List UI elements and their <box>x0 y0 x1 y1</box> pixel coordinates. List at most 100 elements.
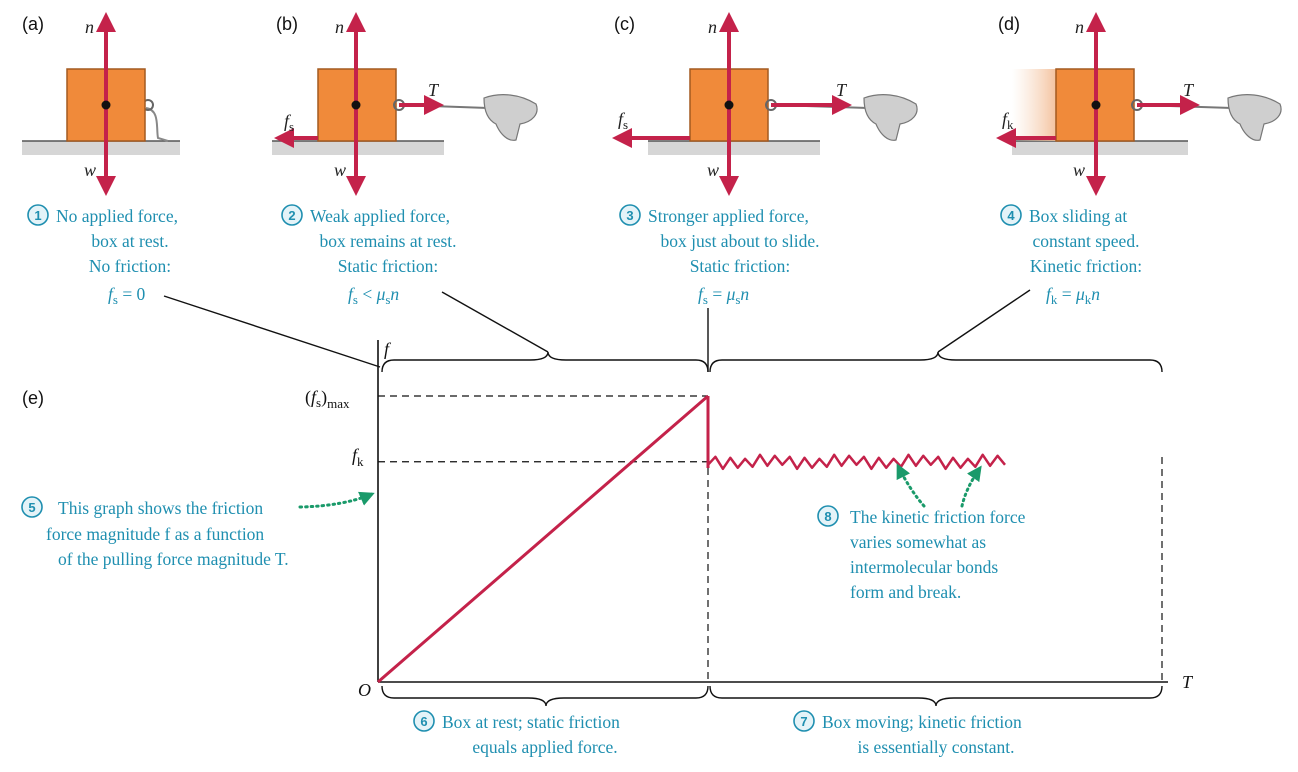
panel-a-label: (a) <box>22 14 44 34</box>
svg-text:Static friction:: Static friction: <box>338 256 439 276</box>
brace-bottom-static <box>381 685 709 707</box>
ground <box>1012 141 1188 155</box>
hand-icon <box>863 94 918 141</box>
svg-text:Box sliding at: Box sliding at <box>1029 206 1127 226</box>
w-label: w <box>334 160 346 180</box>
panel-a: (a) n w <box>22 12 180 196</box>
svg-text:No applied force,: No applied force, <box>56 206 178 226</box>
brace-bottom-kinetic <box>709 685 1163 707</box>
svg-text:Box at rest; static friction: Box at rest; static friction <box>442 712 620 732</box>
svg-text:intermolecular bonds: intermolecular bonds <box>850 557 998 577</box>
T-label: T <box>428 80 440 100</box>
svg-text:5: 5 <box>28 500 35 515</box>
center-dot <box>724 100 734 110</box>
note-pointer-arrow-right <box>960 465 982 508</box>
note-7: 7 Box moving; kinetic friction is essent… <box>793 710 1022 757</box>
center-dot <box>1091 100 1101 110</box>
leader-line-d <box>937 289 1031 353</box>
svg-text:8: 8 <box>824 509 831 524</box>
panel-d-label: (d) <box>998 14 1020 34</box>
caption-4: 4 Box sliding at constant speed. Kinetic… <box>1000 204 1142 307</box>
friction-label: fs <box>618 109 628 132</box>
number-badge <box>21 496 43 518</box>
brace-kinetic <box>709 351 1163 373</box>
svg-text:equals applied force.: equals applied force. <box>472 737 617 757</box>
svg-text:of the pulling force magnitude: of the pulling force magnitude T. <box>58 549 289 569</box>
note-5: 5 This graph shows the friction force ma… <box>21 491 375 569</box>
friction-label: fs <box>284 111 294 134</box>
panel-c: (c) n w T fs <box>612 12 918 196</box>
center-dot <box>101 100 111 110</box>
fk-label: fk <box>352 445 364 469</box>
note-6: 6 Box at rest; static friction equals ap… <box>413 710 620 757</box>
leader-line-a <box>163 295 381 368</box>
motion-blur <box>1012 69 1058 141</box>
svg-text:4: 4 <box>1007 208 1015 223</box>
caption-3: 3 Stronger applied force, box just about… <box>619 204 820 307</box>
n-label: n <box>85 17 94 37</box>
svg-text:constant speed.: constant speed. <box>1033 231 1140 251</box>
brace-static <box>381 351 709 373</box>
relation-a: fs = 0 <box>108 284 146 307</box>
center-dot <box>351 100 361 110</box>
number-badge <box>1000 204 1022 226</box>
svg-text:This graph shows the friction: This graph shows the friction <box>58 498 263 518</box>
graph-label: (e) <box>22 388 44 408</box>
panel-c-label: (c) <box>614 14 635 34</box>
ground <box>22 141 180 155</box>
svg-text:box just about to slide.: box just about to slide. <box>661 231 820 251</box>
T-label: T <box>1183 80 1195 100</box>
n-label: n <box>335 17 344 37</box>
panel-b-label: (b) <box>276 14 298 34</box>
number-badge <box>281 204 303 226</box>
note-pointer-arrow-left <box>896 463 926 508</box>
panel-d: (d) n w T fk <box>996 12 1282 196</box>
svg-text:6: 6 <box>420 714 427 729</box>
static-friction-line <box>377 394 709 684</box>
t-axis-label: T <box>1182 672 1194 692</box>
svg-text:force magnitude f as a functio: force magnitude f as a function <box>46 524 264 544</box>
relation-c: fs = μsn <box>698 284 749 307</box>
relation-b: fs < μsn <box>348 284 399 307</box>
svg-text:box at rest.: box at rest. <box>91 231 168 251</box>
svg-text:Static friction:: Static friction: <box>690 256 791 276</box>
svg-text:Kinetic friction:: Kinetic friction: <box>1030 256 1142 276</box>
svg-text:7: 7 <box>800 714 807 729</box>
number-badge <box>619 204 641 226</box>
svg-text:varies somewhat as: varies somewhat as <box>850 532 986 552</box>
origin-label: O <box>358 680 371 700</box>
caption-2: 2 Weak applied force, box remains at res… <box>281 204 457 307</box>
caption-1: 1 No applied force, box at rest. No fric… <box>27 204 178 307</box>
n-label: n <box>708 17 717 37</box>
n-label: n <box>1075 17 1084 37</box>
T-label: T <box>836 80 848 100</box>
svg-text:box remains at rest.: box remains at rest. <box>319 231 456 251</box>
number-badge <box>27 204 49 226</box>
note-8: 8 The kinetic friction force varies some… <box>817 463 1026 602</box>
svg-text:1: 1 <box>34 208 41 223</box>
fs-max-label: (fs)max <box>305 387 350 411</box>
graph-e: (e) f T O (fs)max fk <box>22 339 1194 707</box>
number-badge <box>817 505 839 527</box>
w-label: w <box>84 160 96 180</box>
leader-line-b <box>441 291 549 353</box>
panel-b: (b) n w T fs <box>272 12 538 196</box>
svg-text:3: 3 <box>626 208 633 223</box>
ground <box>648 141 820 155</box>
friction-label: fk <box>1002 109 1014 132</box>
rope <box>145 107 169 142</box>
svg-text:The kinetic friction force: The kinetic friction force <box>850 507 1026 527</box>
note-pointer-arrow <box>298 491 375 509</box>
svg-text:No friction:: No friction: <box>89 256 171 276</box>
svg-text:Box moving; kinetic friction: Box moving; kinetic friction <box>822 712 1022 732</box>
w-label: w <box>1073 160 1085 180</box>
w-label: w <box>707 160 719 180</box>
f-axis-label: f <box>384 339 392 359</box>
hand-icon <box>483 94 538 141</box>
hand-icon <box>1227 94 1282 141</box>
svg-text:form and break.: form and break. <box>850 582 961 602</box>
svg-text:is essentially constant.: is essentially constant. <box>858 737 1015 757</box>
svg-text:Stronger applied force,: Stronger applied force, <box>648 206 809 226</box>
svg-text:Weak applied force,: Weak applied force, <box>310 206 450 226</box>
